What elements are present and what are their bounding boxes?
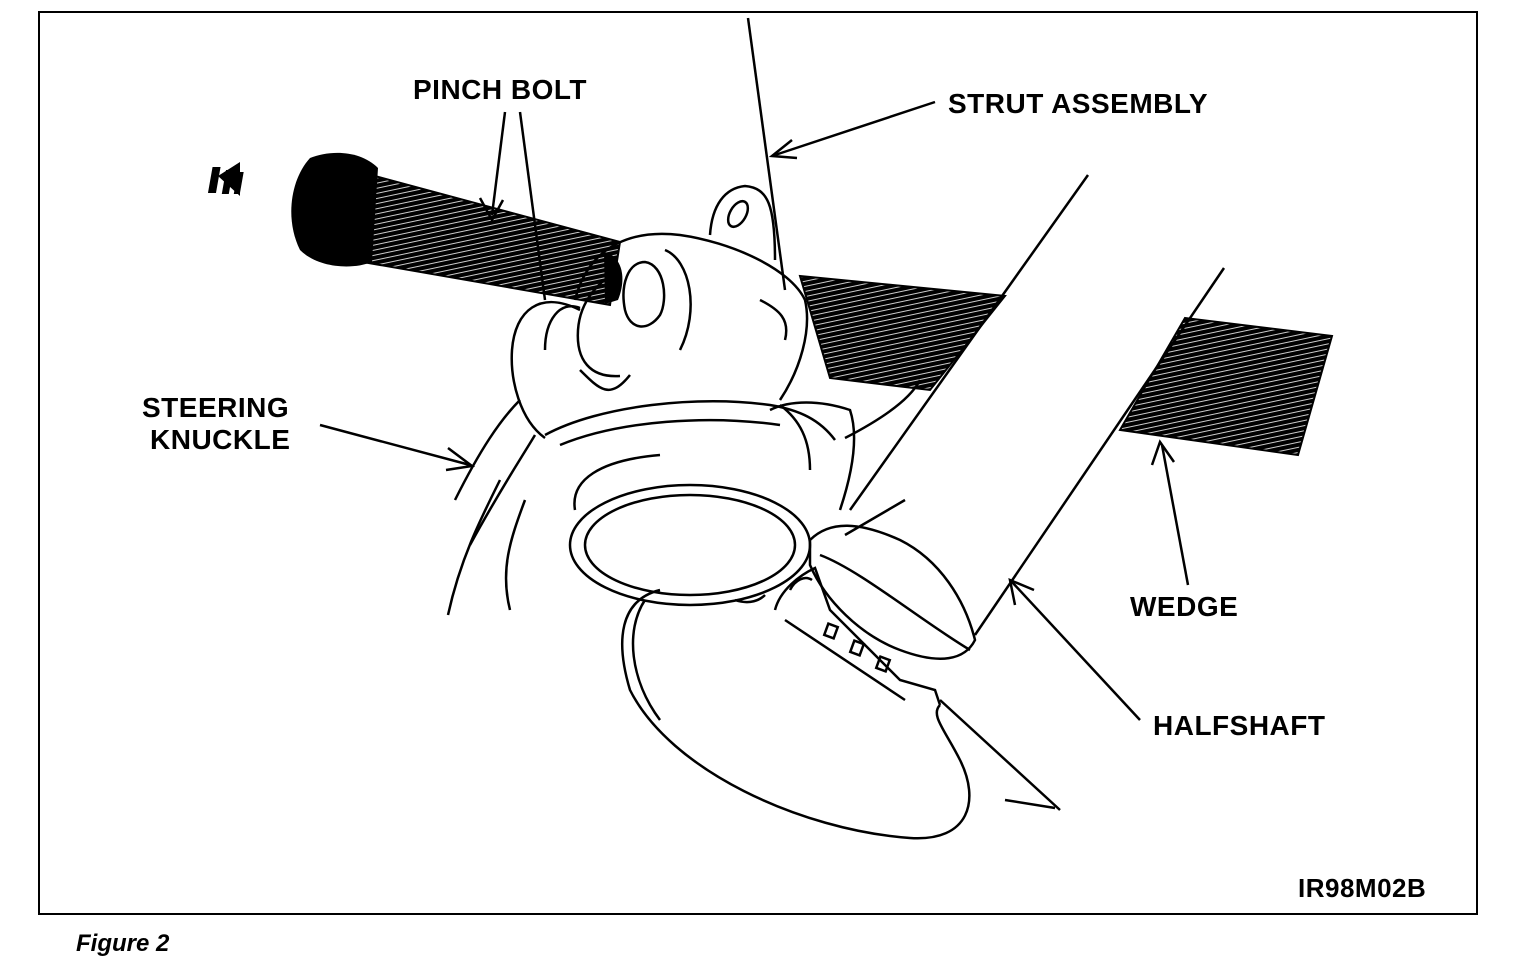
figure-caption: Figure 2 (76, 930, 170, 957)
strut-assembly (708, 17, 787, 291)
leader-lines (319, 100, 1190, 721)
wedge (798, 274, 1334, 457)
steering-knuckle-label-line2: KNUCKLE (150, 424, 291, 455)
removal-direction-arrow-icon (207, 162, 244, 196)
wedge-label: WEDGE (1130, 591, 1239, 622)
figure-code: IR98M02B (1298, 873, 1427, 903)
steering-knuckle-label-line1: STEERING (142, 392, 290, 423)
strut-assembly-label: STRUT ASSEMBLY (948, 88, 1209, 119)
pinch-bolt-label: PINCH BOLT (413, 74, 588, 105)
cv-joint-boot (620, 524, 977, 840)
halfshaft (844, 174, 1226, 811)
pinch-bolt (291, 152, 623, 307)
steering-knuckle (446, 232, 922, 616)
halfshaft-label: HALFSHAFT (1153, 710, 1326, 741)
figure-frame (38, 11, 1478, 915)
